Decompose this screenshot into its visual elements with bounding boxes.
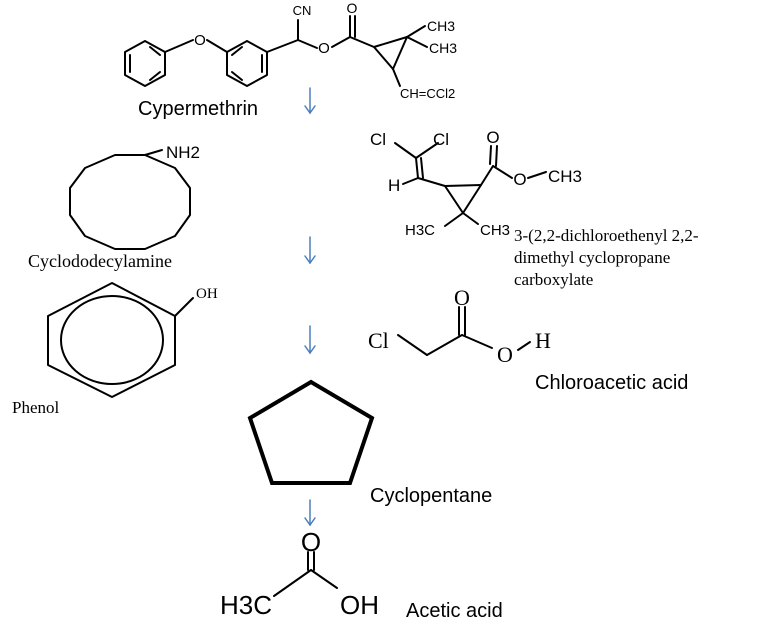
dcva-cyclopropane: [444, 184, 482, 214]
ether-oxygen-label: O: [194, 32, 206, 49]
acetic-hydroxyl-label: OH: [340, 590, 379, 620]
vinyl-hydrogen-label: H: [388, 176, 400, 195]
cyclododecane-ring: [69, 154, 191, 250]
cyclopentane-ring: [247, 379, 375, 485]
methyl-a-label: CH3: [427, 18, 455, 34]
acetic-methyl-label: H3C: [220, 590, 272, 620]
chlorine-b-label: Cl: [433, 130, 449, 149]
reaction-arrow-3: [304, 325, 316, 355]
dcva-ester-structure: Cl Cl H O O CH3 H3C CH3: [370, 128, 582, 239]
reaction-arrow-4: [304, 499, 316, 527]
cypermethrin-cyclopropane: [373, 36, 408, 70]
amine-label: NH2: [166, 143, 200, 162]
cypermethrin-structure: O CN O O CH3 CH3 CH=CCl2: [124, 0, 457, 101]
dcva-name-line3: carboxylate: [514, 270, 593, 289]
dcva-methyl-b-label: CH3: [480, 222, 510, 239]
chloroacetic-acid-name: Chloroacetic acid: [535, 372, 688, 394]
hydroxyl-label: OH: [196, 286, 218, 302]
acetic-carbonyl-oxygen-label: O: [301, 527, 321, 557]
reaction-arrow-2: [304, 236, 316, 265]
phenol-ring: [47, 282, 176, 398]
chloroacetic-hydrogen-label: H: [535, 328, 551, 353]
reaction-arrow-1: [304, 87, 316, 115]
chloroacetic-hydroxyl-oxygen-label: O: [497, 342, 513, 367]
cyclododecylamine-name: Cyclododecylamine: [28, 251, 172, 271]
chloroacetic-chlorine-label: Cl: [368, 328, 389, 353]
nitrile-label: CN: [293, 3, 312, 18]
methyl-b-label: CH3: [429, 40, 457, 56]
ester-oxygen-label: O: [318, 40, 330, 57]
dcva-carbonyl-oxygen-label: O: [486, 128, 499, 147]
chloroacetic-carbonyl-oxygen-label: O: [454, 285, 470, 310]
phenol-name: Phenol: [12, 398, 60, 417]
cypermethrin-name: Cypermethrin: [138, 98, 258, 120]
chlorine-a-label: Cl: [370, 130, 386, 149]
carbonyl-oxygen-label: O: [347, 0, 358, 16]
dcva-ester-oxygen-label: O: [513, 170, 526, 189]
cyclododecylamine-structure: NH2: [69, 143, 200, 250]
dcva-methoxy-label: CH3: [548, 167, 582, 186]
cyclopentane-name: Cyclopentane: [370, 485, 492, 507]
chloroacetic-acid-structure: Cl O O H: [368, 285, 551, 367]
acetic-acid-name: Acetic acid: [406, 600, 503, 622]
phenol-aromatic-circle: [60, 295, 164, 385]
acetic-acid-structure: H3C O OH: [220, 527, 379, 620]
dcva-methyl-a-label: H3C: [405, 222, 435, 239]
phenol-structure: OH: [47, 282, 218, 398]
dcva-name-line2: dimethyl cyclopropane: [514, 248, 670, 267]
dcva-name-line1: 3-(2,2-dichloroethenyl 2,2-: [514, 226, 699, 245]
vinyl-label: CH=CCl2: [400, 86, 455, 101]
